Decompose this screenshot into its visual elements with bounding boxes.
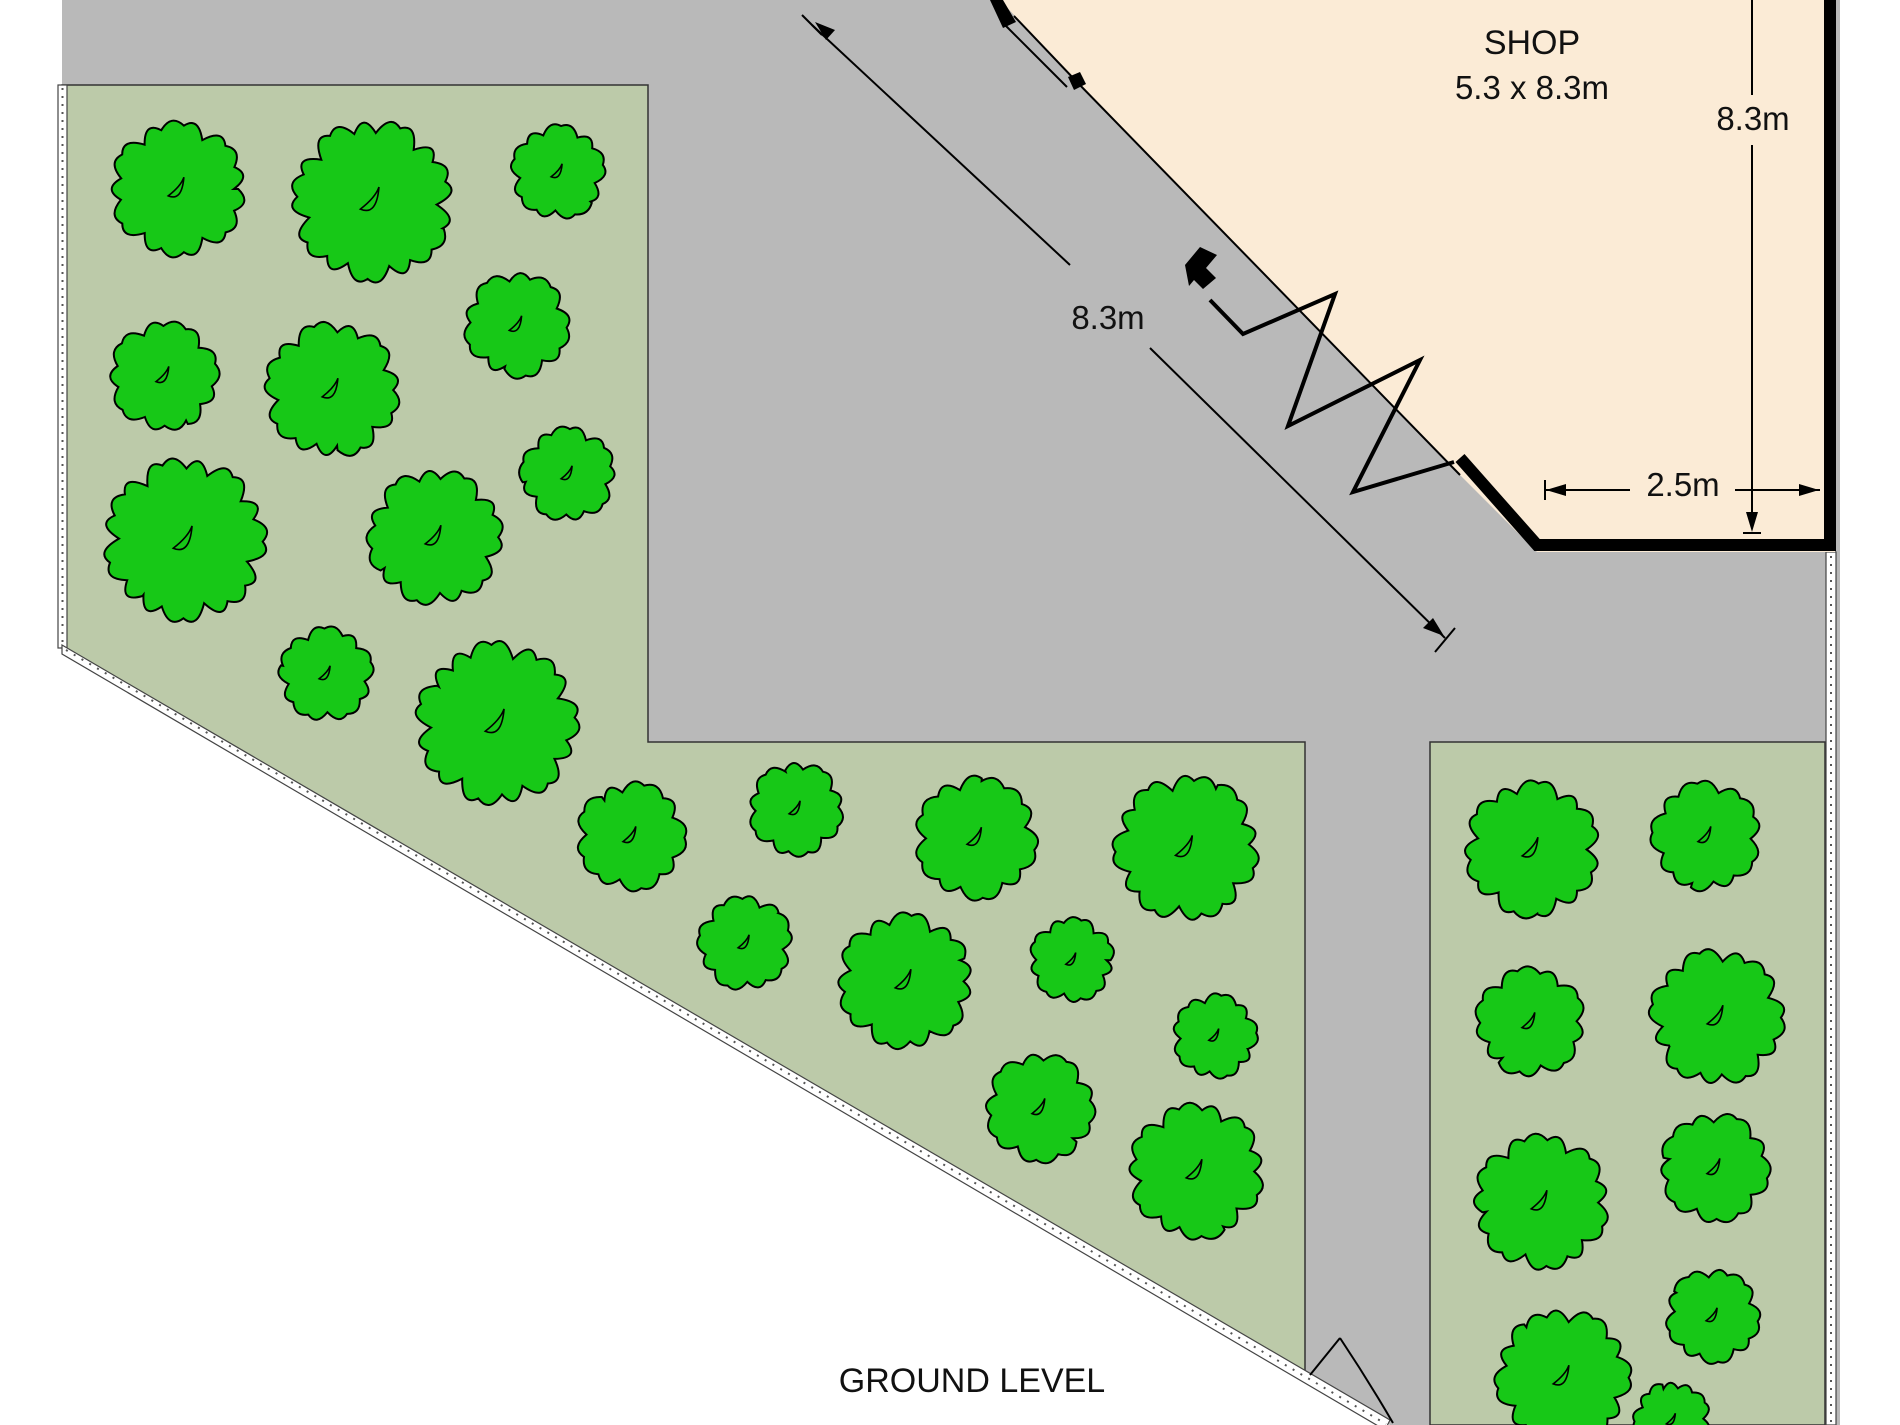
tree-icon	[1649, 779, 1761, 893]
tree-icon	[518, 425, 616, 521]
tree-icon	[291, 121, 453, 284]
shop-front-zigzag	[1208, 290, 1455, 496]
tree-icon	[1474, 965, 1585, 1078]
tree-icon	[985, 1053, 1097, 1165]
tree-icon	[109, 320, 221, 431]
tree-icon	[1472, 1132, 1609, 1271]
tree-icon	[509, 123, 607, 220]
plan-title: GROUND LEVEL	[839, 1362, 1105, 1400]
tree-icon	[1493, 1309, 1633, 1425]
dimension-label-bottom-wall: 2.5m	[1646, 466, 1719, 503]
tree-icon	[1660, 1113, 1772, 1224]
room-size-shop: 5.3 x 8.3m	[1455, 69, 1609, 106]
boundary-fence-left	[57, 84, 68, 649]
dimension-label-right-wall: 8.3m	[1716, 100, 1789, 137]
dimension-line-diagonal	[801, 14, 1456, 653]
tree-icon	[837, 911, 972, 1051]
dimension-line-bottom-wall	[1544, 480, 1820, 500]
tree-icon	[277, 625, 375, 721]
tree-icon	[576, 780, 688, 893]
dimension-label-diagonal: 8.3m	[1071, 299, 1144, 336]
tree-icon	[1029, 916, 1115, 1003]
dimension-line-right-wall	[1743, 0, 1761, 534]
tree-icon	[1632, 1381, 1710, 1425]
room-name-shop: SHOP	[1484, 24, 1580, 62]
tree-icon	[263, 320, 401, 457]
tree-icon	[463, 272, 571, 380]
tree-icon	[110, 119, 246, 259]
tree-icon	[1464, 779, 1600, 920]
tree-icon	[749, 762, 844, 858]
tree-icon	[696, 895, 793, 991]
tree-icon	[915, 774, 1040, 902]
tree-icon	[1665, 1268, 1762, 1365]
tree-icon	[1172, 992, 1259, 1080]
tree-icon	[414, 640, 581, 806]
shop-window	[990, 0, 1086, 90]
tree-icon	[1647, 948, 1786, 1084]
tree-icon	[1128, 1101, 1264, 1241]
shop-room	[1000, 0, 1835, 552]
tree-icon	[1111, 774, 1260, 921]
boundary-fence-right	[1825, 551, 1837, 1425]
gate-door	[1309, 1337, 1394, 1424]
shop-external-wall	[1455, 0, 1836, 551]
tree-icon	[103, 457, 269, 623]
boundary-fence-diagonal	[61, 643, 1391, 1425]
tree-icon	[365, 470, 504, 606]
garden-trees	[103, 119, 1786, 1425]
entrance-arrow-icon	[1185, 247, 1217, 289]
